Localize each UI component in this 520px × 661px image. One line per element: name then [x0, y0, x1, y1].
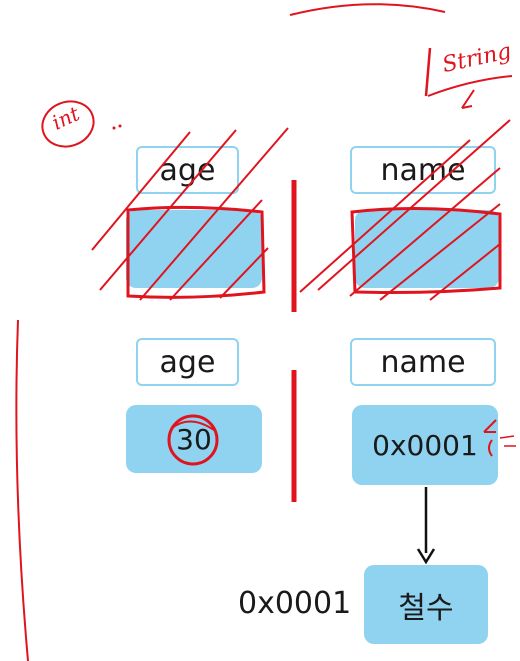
age-value: 30 — [176, 422, 212, 456]
bottom-age-label: age — [136, 338, 239, 386]
string-annotation: String — [440, 39, 514, 78]
name-reference-value: 0x0001 — [372, 428, 478, 462]
top-age-label: age — [136, 146, 239, 194]
bottom-name-label: name — [350, 338, 496, 386]
top-name-value-box — [355, 210, 499, 288]
age-value-box: 30 — [126, 405, 262, 473]
heap-value: 철수 — [398, 590, 454, 626]
int-annotation: int — [48, 101, 84, 135]
heap-value-box: 철수 — [364, 565, 488, 644]
top-name-label: name — [350, 146, 496, 194]
name-value-box: 0x0001 — [352, 405, 498, 485]
heap-address-label: 0x0001 — [238, 586, 352, 621]
top-age-value-box — [126, 210, 262, 288]
